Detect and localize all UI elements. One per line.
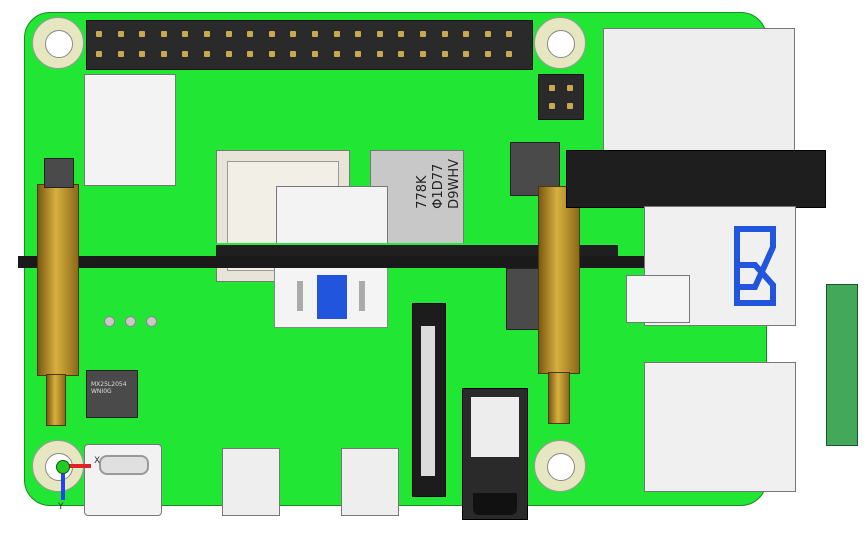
flash-chip-text: MX25L2054 WNI0G: [91, 381, 127, 395]
poe-pin: [567, 85, 573, 91]
gpio-pin: [268, 31, 275, 37]
gpio-pin: [160, 51, 167, 57]
audio-jack: [462, 388, 528, 520]
gpio-pin: [463, 31, 470, 37]
pcie-connector: [566, 150, 826, 208]
chip-text-line: 778K: [415, 175, 430, 209]
gpio-pin: [312, 31, 318, 37]
gpio-pin: [139, 51, 146, 57]
gpio-pin: [247, 51, 254, 57]
gpio-pin: [247, 31, 254, 37]
led-indicator: [146, 316, 157, 327]
gpio-pin: [376, 31, 383, 37]
poe-header: [538, 74, 584, 120]
led-indicator: [125, 316, 136, 327]
gpio-pin: [355, 51, 362, 57]
side-daughter-board: [826, 284, 858, 446]
gpio-pin: [96, 51, 102, 57]
gpio-pin: [117, 31, 124, 37]
gpio-pin: [182, 31, 189, 37]
connector-contacts: [421, 326, 435, 476]
chip-text-line: D9WHV: [447, 159, 462, 209]
gpio-pin: [420, 51, 426, 57]
hat-side-profile: [18, 256, 778, 268]
poe-pin: [549, 85, 555, 91]
led-indicator: [104, 316, 115, 327]
usb-c-power-port: [84, 444, 162, 516]
gpio-pin: [204, 51, 210, 57]
gpio-pin: [355, 31, 362, 37]
usb-contact: [359, 281, 365, 311]
hat-usb-port: [274, 266, 388, 328]
gpio-pin: [182, 51, 189, 57]
flash-chip: MX25L2054 WNI0G: [86, 370, 138, 418]
gpio-pin: [290, 51, 297, 57]
standoff-nut-left: [44, 158, 74, 188]
gpio-pin: [484, 31, 491, 37]
gpio-pin: [333, 31, 340, 37]
gpio-pin: [441, 51, 448, 57]
standoff-right: [538, 186, 580, 374]
gpio-pin: [268, 51, 275, 57]
camera-display-connector: [412, 303, 446, 497]
usb-c-slot: [99, 455, 149, 475]
mounting-hole-top-left: [32, 17, 84, 69]
hat-board-edge: [216, 243, 618, 259]
gpio-pin: [420, 31, 426, 37]
gpio-pin: [312, 51, 318, 57]
audio-jack-face: [471, 397, 519, 457]
gpio-pin: [117, 51, 124, 57]
gpio-pin: [463, 51, 470, 57]
y-axis-label: Y: [58, 502, 64, 512]
usb2-port-stack: [644, 362, 796, 492]
mounting-hole-bottom-right: [534, 440, 586, 492]
marked-chip-text: 778K Φ1D77 D9WHV: [415, 159, 463, 209]
gpio-pin: [333, 51, 340, 57]
gpio-pin: [506, 31, 513, 37]
audio-jack-barrel: [473, 493, 517, 515]
usb3-tongue-lower: [734, 262, 776, 306]
y-axis-arrow: [61, 468, 65, 500]
gpio-pin: [225, 31, 232, 37]
usb-tongue: [317, 275, 347, 319]
hole: [547, 30, 575, 58]
gpio-pin: [398, 31, 405, 37]
ram-chip: [84, 74, 176, 186]
micro-hdmi-port-1: [341, 448, 399, 516]
poe-pin: [549, 103, 555, 109]
gpio-header: [86, 20, 533, 70]
gpio-pin: [139, 31, 146, 37]
usb3-blue-tongue-icon: [297, 275, 365, 319]
gpio-pin: [441, 31, 448, 37]
gpio-pin: [376, 51, 383, 57]
gpio-pin: [160, 31, 167, 37]
standoff-left: [37, 184, 79, 376]
poe-pin: [567, 103, 573, 109]
gpio-pin: [484, 51, 491, 57]
hole: [547, 453, 575, 481]
mounting-hole-top-right: [534, 17, 586, 69]
hole: [45, 30, 73, 58]
ethernet-port: [603, 28, 795, 172]
gpio-pin: [225, 51, 232, 57]
axis-triad-icon: [56, 460, 70, 474]
chip-text-line: Φ1D77: [431, 163, 446, 209]
micro-hdmi-port-0: [222, 448, 280, 516]
gpio-pin: [96, 31, 102, 37]
standoff-right-screw: [548, 372, 570, 424]
gpio-pin: [506, 51, 513, 57]
x-axis-label: X: [94, 456, 101, 466]
fan-connector: [626, 275, 690, 323]
gpio-pin: [204, 31, 210, 37]
usb-contact: [297, 281, 303, 311]
x-axis-arrow: [61, 464, 91, 468]
usb3-blue-tongue-icon: [734, 226, 776, 306]
gpio-pin: [398, 51, 405, 57]
gpio-pin: [290, 31, 297, 37]
standoff-left-screw: [46, 374, 66, 426]
